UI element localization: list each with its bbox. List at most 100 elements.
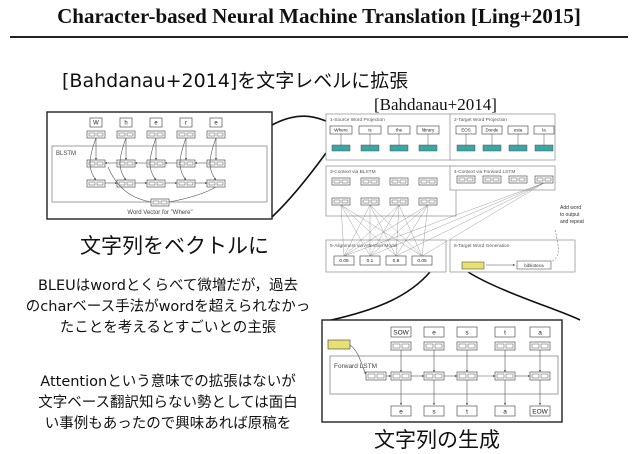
svg-text:e: e <box>214 121 218 127</box>
panel-label: 2-Target Word Projection <box>454 117 507 123</box>
svg-text:EOS: EOS <box>461 128 470 133</box>
context-forward-cell <box>360 197 380 206</box>
decoder-initial-cell <box>365 371 387 381</box>
word-vector-cell <box>150 198 170 207</box>
generation-label: 文字列の生成 <box>374 428 500 452</box>
svg-text:SOW: SOW <box>393 329 409 336</box>
alignment-weight-box: 0.05 <box>333 255 355 266</box>
svg-text:la: la <box>542 128 546 133</box>
alignment-weight-box: 0.1 <box>359 255 381 266</box>
source-projection-cell <box>360 144 380 152</box>
svg-text:the: the <box>396 128 403 133</box>
decoder-output-char: e <box>390 405 412 417</box>
decoder-lstm-cell <box>529 371 551 381</box>
encoder-forward-cell <box>206 179 226 188</box>
decoder-input-char: a <box>529 326 551 338</box>
decoder-output-char: s <box>423 405 445 417</box>
svg-text:e: e <box>154 121 158 127</box>
encoder-embedding-cell <box>116 130 136 139</box>
panel-target-projection <box>449 113 556 161</box>
decoder-embedding-cell <box>494 341 516 351</box>
decoder-embedding-cell <box>390 341 412 351</box>
target-projection-cell <box>482 144 502 152</box>
svg-text:h: h <box>124 121 127 127</box>
svg-text:s: s <box>432 408 436 415</box>
bleu-note-line: たことを考えるとすごいとの主張 <box>59 320 277 336</box>
svg-text:EOW: EOW <box>532 408 548 415</box>
target-projection-cell <box>456 144 476 152</box>
encoder-char-box: r <box>179 117 193 128</box>
bahdanau-figure: 1-Source Word Projection 2-Target Word P… <box>325 113 585 273</box>
encoder-forward-cell <box>176 179 196 188</box>
panel-label: 5-Alignment via Attention Model <box>330 243 397 249</box>
svg-text:a: a <box>538 329 542 336</box>
decoder-lstm-cell <box>494 371 516 381</box>
svg-text:library: library <box>422 128 435 133</box>
slide-title: Character-based Neural Machine Translati… <box>57 4 581 28</box>
figure-note: Add word <box>560 205 581 211</box>
encoder-forward-cell <box>146 179 166 188</box>
figure-note: to output <box>560 212 580 218</box>
source-word-box: Where <box>329 125 353 135</box>
svg-text:0.1: 0.1 <box>367 258 374 264</box>
decoder-state-cell <box>534 175 554 184</box>
svg-text:0.05: 0.05 <box>417 258 427 264</box>
encoder-embedding-cell <box>86 130 106 139</box>
target-word-box: la <box>533 125 555 135</box>
svg-text:Donde: Donde <box>486 128 499 133</box>
source-word-box: library <box>416 125 440 135</box>
decoder-start-cell <box>327 339 351 350</box>
context-backward-cell <box>331 177 351 186</box>
decoder-callout <box>321 271 581 323</box>
figure-note: and repeat <box>560 219 585 225</box>
target-projection-cell <box>508 144 528 152</box>
source-word-box: the <box>387 125 411 135</box>
decoder-input-char: SOW <box>390 326 412 338</box>
output-word: biblioteca <box>524 263 544 268</box>
encoder-char-box: W <box>89 117 103 128</box>
panel-label: 3-Context via BLSTM <box>330 169 376 175</box>
source-word-box: is <box>358 125 382 135</box>
context-backward-cell <box>418 177 438 186</box>
encoder-embedding-cell <box>206 130 226 139</box>
svg-text:t: t <box>466 408 468 415</box>
svg-text:W: W <box>93 121 99 127</box>
context-forward-cell <box>331 197 351 206</box>
target-word-box: Donde <box>481 125 503 135</box>
encoder-char-box: e <box>149 117 163 128</box>
decoder-output-char: EOW <box>529 405 551 417</box>
panel-context-blstm <box>325 165 457 217</box>
slide-subtitle: [Bahdanau+2014]を文字レベルに拡張 <box>62 70 409 92</box>
encoder-callout <box>271 115 327 218</box>
target-word-box: EOS <box>455 125 477 135</box>
decoder-lstm-cell <box>423 371 445 381</box>
decoder-input-char: e <box>423 326 445 338</box>
svg-text:esta: esta <box>514 128 523 133</box>
encoder-caption: Word Vector for "Where" <box>127 210 192 216</box>
svg-text:a: a <box>503 408 507 415</box>
decoder-embedding-cell <box>423 341 445 351</box>
alignment-weight-box: 0.8 <box>385 255 407 266</box>
forward-lstm-label: Forward LSTM <box>334 363 377 370</box>
target-projection-cell <box>534 144 554 152</box>
output-word-box <box>516 260 552 270</box>
decoder-embedding-cell <box>456 341 478 351</box>
decoder-input-char: t <box>494 326 516 338</box>
bleu-note-line: BLEUはwordとくらべて微増だが，過去 <box>37 278 299 294</box>
target-word-box: esta <box>507 125 529 135</box>
encoder-embedding-cell <box>146 130 166 139</box>
title-divider <box>10 36 628 38</box>
char-to-vector-label: 文字列をベクトルに <box>80 234 269 258</box>
decoder-embedding-cell <box>529 341 551 351</box>
context-backward-cell <box>360 177 380 186</box>
attention-note-line: Attentionという意味での拡張はないが <box>40 374 296 390</box>
context-forward-cell <box>389 197 409 206</box>
bleu-note: BLEUはwordとくらべて微増だが，過去 のcharベース手法がwordを超え… <box>14 276 322 339</box>
panel-label: 4-Context via Forward LSTM <box>454 169 515 175</box>
source-projection-cell <box>418 144 438 152</box>
svg-text:e: e <box>399 408 403 415</box>
blstm-label: BLSTM <box>56 151 76 157</box>
decoder-state-cell <box>482 175 502 184</box>
